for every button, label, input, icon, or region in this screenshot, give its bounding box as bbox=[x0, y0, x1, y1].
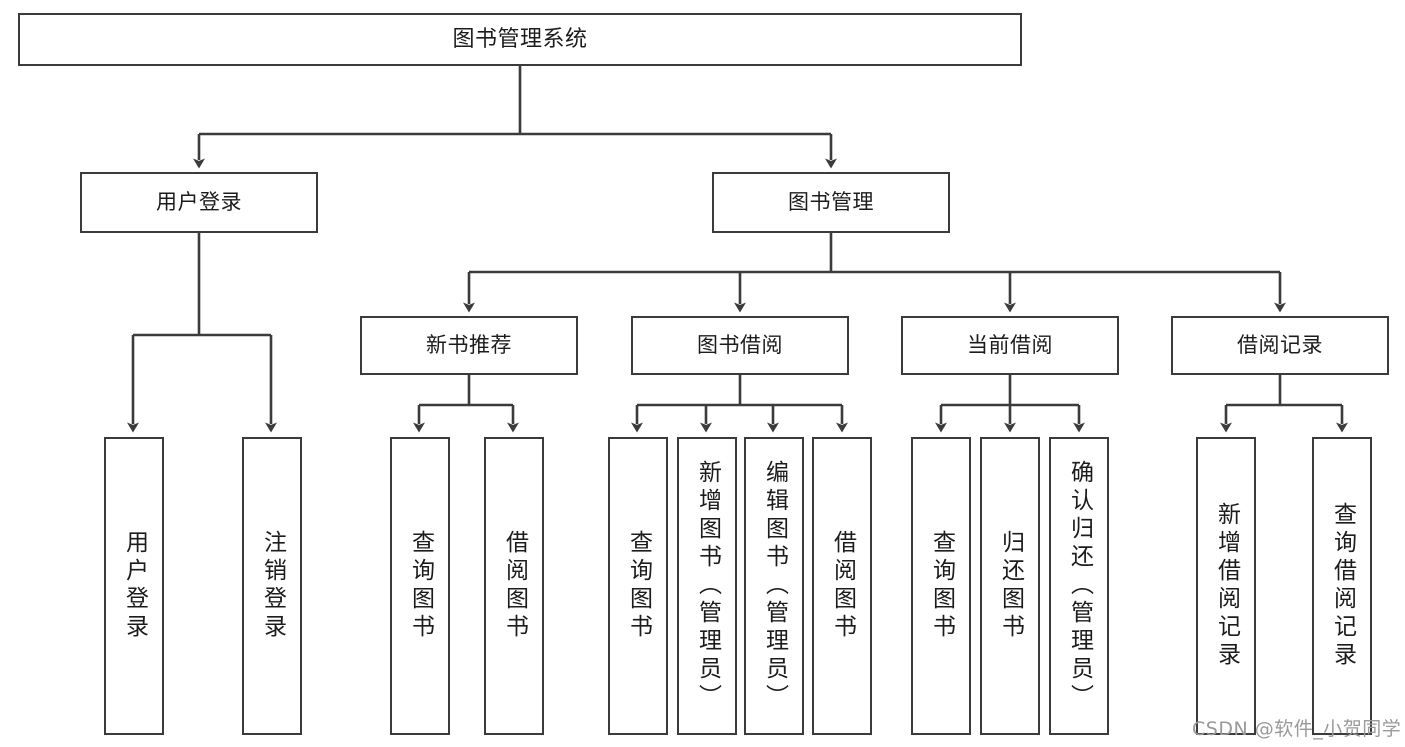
node-current-borrow-label: 当前借阅 bbox=[967, 333, 1053, 358]
node-new-book-recommend[interactable]: 新书推荐 bbox=[360, 316, 578, 375]
leaf-borrow-book-label: 借阅图书 bbox=[829, 530, 856, 642]
leaf-return-book[interactable]: 归还图书 bbox=[980, 437, 1040, 735]
node-book-management[interactable]: 图书管理 bbox=[712, 172, 950, 233]
node-root-label: 图书管理系统 bbox=[452, 26, 588, 52]
leaf-query-borrow-record-label: 查询借阅记录 bbox=[1329, 502, 1356, 670]
leaf-user-login-label: 用户登录 bbox=[121, 530, 148, 642]
leaf-query-book[interactable]: 查询图书 bbox=[608, 437, 668, 735]
node-user-login[interactable]: 用户登录 bbox=[80, 172, 318, 233]
leaf-borrow-book[interactable]: 借阅图书 bbox=[812, 437, 872, 735]
leaf-query-book-current[interactable]: 查询图书 bbox=[911, 437, 971, 735]
node-book-borrow-label: 图书借阅 bbox=[697, 333, 783, 358]
leaf-edit-book-admin[interactable]: 编辑图书（管理员） bbox=[744, 437, 804, 735]
leaf-query-book-recommend-label: 查询图书 bbox=[407, 530, 434, 642]
leaf-edit-book-admin-label: 编辑图书（管理员） bbox=[761, 460, 788, 712]
leaf-borrow-book-recommend-label: 借阅图书 bbox=[501, 530, 528, 642]
node-book-borrow[interactable]: 图书借阅 bbox=[631, 316, 849, 375]
node-borrow-record[interactable]: 借阅记录 bbox=[1171, 316, 1389, 375]
leaf-confirm-return-admin-label: 确认归还（管理员） bbox=[1066, 460, 1093, 712]
leaf-user-logout-label: 注销登录 bbox=[259, 530, 286, 642]
node-user-login-label: 用户登录 bbox=[156, 190, 242, 215]
node-current-borrow[interactable]: 当前借阅 bbox=[901, 316, 1119, 375]
node-book-management-label: 图书管理 bbox=[788, 190, 874, 215]
node-borrow-record-label: 借阅记录 bbox=[1237, 333, 1323, 358]
leaf-user-logout[interactable]: 注销登录 bbox=[242, 437, 302, 735]
watermark-text: CSDN @软件_小贺同学 bbox=[1192, 718, 1402, 740]
leaf-query-book-current-label: 查询图书 bbox=[928, 530, 955, 642]
leaf-add-borrow-record[interactable]: 新增借阅记录 bbox=[1196, 437, 1256, 735]
leaf-add-borrow-record-label: 新增借阅记录 bbox=[1213, 502, 1240, 670]
leaf-user-login[interactable]: 用户登录 bbox=[104, 437, 164, 735]
node-new-book-recommend-label: 新书推荐 bbox=[426, 333, 512, 358]
leaf-add-book-admin-label: 新增图书（管理员） bbox=[694, 460, 721, 712]
leaf-return-book-label: 归还图书 bbox=[997, 530, 1024, 642]
leaf-query-borrow-record[interactable]: 查询借阅记录 bbox=[1312, 437, 1372, 735]
leaf-query-book-label: 查询图书 bbox=[625, 530, 652, 642]
leaf-add-book-admin[interactable]: 新增图书（管理员） bbox=[677, 437, 737, 735]
leaf-borrow-book-recommend[interactable]: 借阅图书 bbox=[484, 437, 544, 735]
node-root[interactable]: 图书管理系统 bbox=[18, 13, 1022, 66]
leaf-query-book-recommend[interactable]: 查询图书 bbox=[390, 437, 450, 735]
leaf-confirm-return-admin[interactable]: 确认归还（管理员） bbox=[1049, 437, 1109, 735]
